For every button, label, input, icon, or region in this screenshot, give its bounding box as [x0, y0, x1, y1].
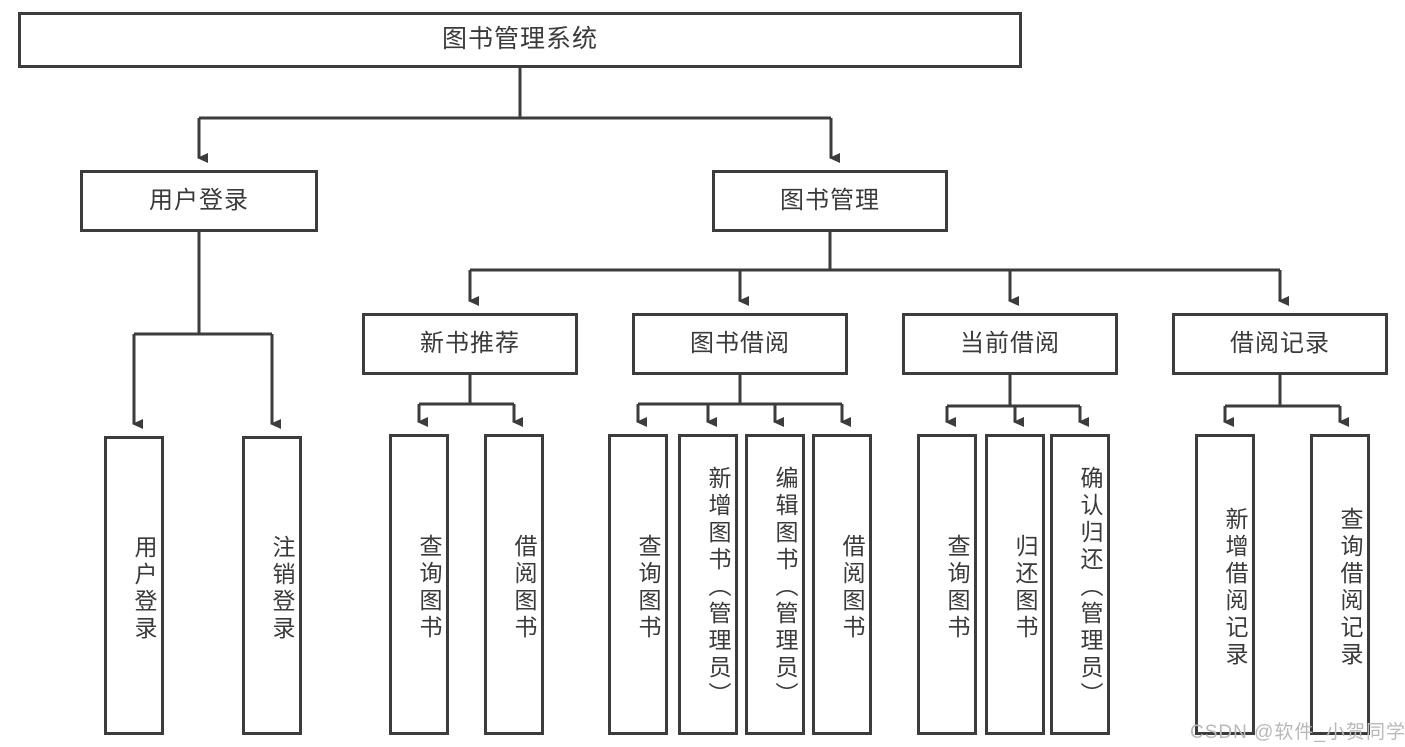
leaf-label: 查询图书	[944, 533, 970, 642]
node-root[interactable]: 图书管理系统	[18, 12, 1022, 68]
node-current-borrow-label: 当前借阅	[960, 329, 1060, 357]
leaf-query-book-current[interactable]: 查询图书	[917, 434, 977, 735]
leaf-label: 用户登录	[131, 534, 157, 643]
leaf-edit-book-admin[interactable]: 编辑图书（管理员）	[745, 434, 805, 735]
node-root-label: 图书管理系统	[441, 25, 598, 54]
node-current-borrow[interactable]: 当前借阅	[902, 313, 1118, 375]
leaf-confirm-return-admin[interactable]: 确认归还（管理员）	[1050, 434, 1110, 735]
leaf-label: 查询借阅记录	[1337, 506, 1363, 669]
node-book-management-label: 图书管理	[780, 186, 880, 214]
leaf-label: 编辑图书（管理员）	[772, 466, 798, 709]
leaf-add-borrow-record[interactable]: 新增借阅记录	[1195, 434, 1255, 735]
node-book-borrow-label: 图书借阅	[690, 329, 790, 357]
leaf-label: 确认归还（管理员）	[1077, 466, 1103, 709]
node-book-management[interactable]: 图书管理	[712, 170, 948, 232]
node-borrow-records-label: 借阅记录	[1230, 329, 1330, 357]
node-user-login[interactable]: 用户登录	[80, 170, 318, 232]
leaf-logout[interactable]: 注销登录	[242, 436, 302, 735]
leaf-label: 查询图书	[416, 533, 442, 642]
node-book-borrow[interactable]: 图书借阅	[632, 313, 848, 375]
node-user-login-label: 用户登录	[149, 186, 249, 214]
leaf-label: 借阅图书	[511, 533, 537, 642]
leaf-borrow-book[interactable]: 借阅图书	[812, 434, 872, 735]
leaf-label: 借阅图书	[839, 533, 865, 642]
leaf-label: 新增图书（管理员）	[705, 466, 731, 709]
node-borrow-records[interactable]: 借阅记录	[1172, 313, 1388, 375]
node-new-book-recommend[interactable]: 新书推荐	[362, 313, 578, 375]
leaf-query-borrow-record[interactable]: 查询借阅记录	[1310, 434, 1370, 735]
node-new-book-recommend-label: 新书推荐	[420, 329, 520, 357]
leaf-query-book-borrow[interactable]: 查询图书	[608, 434, 668, 735]
leaf-add-book-admin[interactable]: 新增图书（管理员）	[678, 434, 738, 735]
leaf-label: 查询图书	[635, 533, 661, 642]
leaf-return-book[interactable]: 归还图书	[985, 434, 1045, 735]
leaf-label: 归还图书	[1012, 533, 1038, 642]
leaf-query-book-newbooks[interactable]: 查询图书	[389, 434, 449, 735]
leaf-borrow-book-newbooks[interactable]: 借阅图书	[484, 434, 544, 735]
leaf-label: 新增借阅记录	[1222, 506, 1248, 669]
leaf-label: 注销登录	[269, 534, 295, 643]
leaf-user-login[interactable]: 用户登录	[104, 436, 164, 735]
csdn-watermark: CSDN @软件_小贺同学	[1190, 722, 1405, 743]
